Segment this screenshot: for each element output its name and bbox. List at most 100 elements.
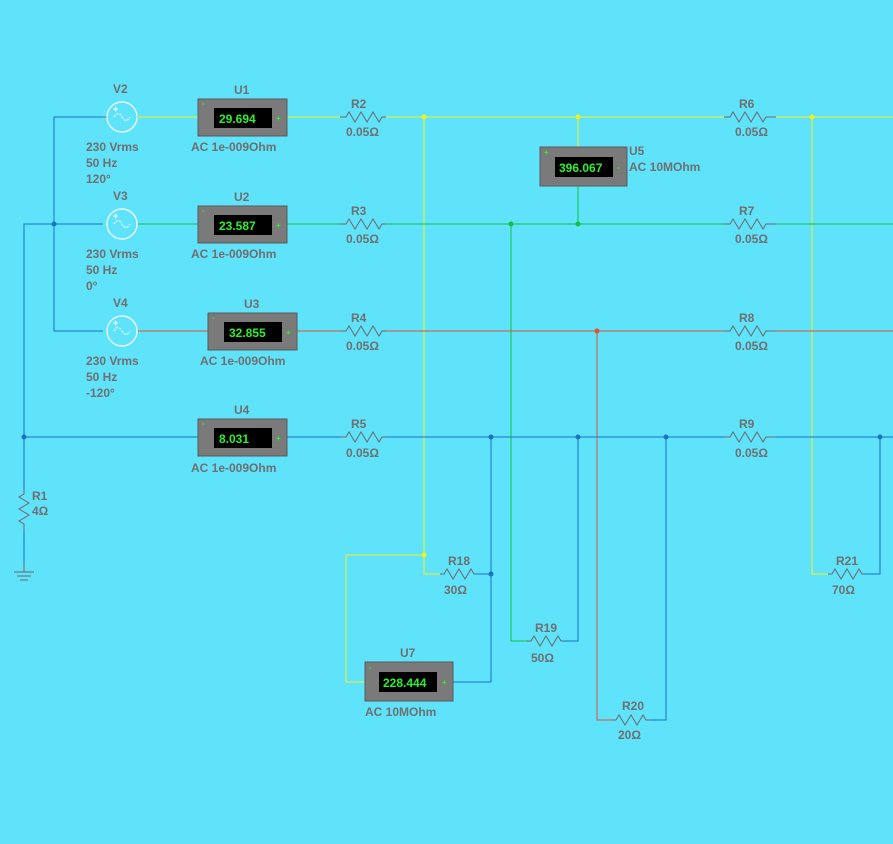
resistor-r4[interactable] — [340, 325, 386, 337]
resistor-ref: R7 — [739, 204, 755, 218]
meter-mode: AC 10MOhm — [365, 705, 436, 719]
junction-dot — [877, 434, 883, 440]
resistor-ref: R9 — [739, 417, 755, 431]
source-amplitude: 230 Vrms — [86, 247, 139, 261]
ac-source-icon — [106, 208, 138, 240]
resistor-ref: R4 — [351, 311, 367, 325]
resistor-r7[interactable] — [724, 218, 776, 230]
meter-u7[interactable]: 228.444 -+ U7 AC 10MOhm — [364, 646, 454, 719]
junction-dot — [421, 114, 427, 120]
meter-display — [555, 157, 613, 177]
meter-ref: U2 — [234, 190, 250, 204]
source-frequency: 50 Hz — [86, 263, 117, 277]
meter-mode: AC 1e-009Ohm — [191, 247, 276, 261]
meter-u3[interactable]: 32.855 -+ U3 AC 1e-009Ohm — [200, 297, 298, 368]
resistor-r5[interactable] — [340, 431, 386, 443]
resistor-labels: R2 0.05Ω R3 0.05Ω R4 0.05Ω R5 0.05Ω R6 0… — [32, 97, 858, 742]
junction-dot — [575, 221, 581, 227]
source-phase: 120° — [86, 172, 111, 186]
resistor-value: 70Ω — [832, 583, 855, 597]
resistor-r18[interactable] — [440, 568, 476, 580]
svg-text:-: - — [369, 663, 372, 672]
svg-text:-: - — [202, 206, 205, 215]
meter-u2[interactable]: 23.587 - + U2 AC 1e-009Ohm — [191, 190, 288, 261]
junction-dot — [421, 552, 427, 558]
junctions — [21, 114, 883, 577]
meter-display — [379, 672, 437, 692]
resistor-value: 0.05Ω — [735, 339, 768, 353]
resistor-value: 0.05Ω — [346, 446, 379, 460]
meter-reading: 29.694 — [219, 112, 256, 126]
wire-blue[interactable] — [23, 116, 893, 721]
resistor-r6[interactable] — [724, 111, 776, 123]
meter-mode: AC 1e-009Ohm — [191, 461, 276, 475]
svg-text:+: + — [276, 221, 281, 230]
meter-reading: 32.855 — [229, 326, 266, 340]
resistor-value: 0.05Ω — [735, 232, 768, 246]
svg-text:-: - — [212, 313, 215, 322]
ac-source-icon — [106, 101, 138, 133]
resistor-r20[interactable] — [612, 714, 650, 726]
svg-text:-: - — [617, 163, 620, 172]
resistor-r9[interactable] — [724, 431, 776, 443]
resistor-value: 50Ω — [531, 651, 554, 665]
source-phase: -120° — [86, 386, 115, 400]
wire-green[interactable] — [138, 186, 893, 642]
junction-dot — [594, 328, 600, 334]
meter-u1[interactable]: 29.694 -+ U1 AC 1e-009Ohm — [191, 83, 288, 154]
svg-text:+: + — [276, 434, 281, 443]
resistor-ref: R18 — [448, 554, 470, 568]
svg-text:-: - — [202, 419, 205, 428]
junction-dot — [488, 571, 494, 577]
ground-icon — [14, 562, 34, 581]
wire-red[interactable] — [138, 330, 893, 721]
meter-reading: 23.587 — [219, 219, 256, 233]
source-ref: V2 — [113, 82, 128, 96]
source-ref: V4 — [113, 296, 128, 310]
resistor-r19[interactable] — [527, 635, 563, 647]
resistor-ref: R19 — [535, 621, 557, 635]
junction-dot — [508, 221, 514, 227]
wires — [23, 116, 893, 721]
svg-text:+: + — [544, 148, 549, 157]
junction-dot — [575, 114, 581, 120]
resistor-value: 20Ω — [618, 728, 641, 742]
junction-dot — [575, 434, 581, 440]
meter-ref: U5 — [629, 144, 645, 158]
resistor-r2[interactable] — [340, 111, 386, 123]
svg-text:+: + — [113, 104, 118, 114]
resistor-ref: R6 — [739, 97, 755, 111]
source-amplitude: 230 Vrms — [86, 140, 139, 154]
source-v2[interactable]: + V2 230 Vrms 50 Hz 120° — [86, 82, 139, 186]
svg-text:+: + — [276, 114, 281, 123]
meter-display — [214, 428, 272, 448]
source-v3[interactable]: + V3 230 Vrms 50 Hz 0° — [86, 189, 139, 293]
meter-u4[interactable]: 8.031 - + U4 AC 1e-009Ohm — [191, 403, 288, 475]
junction-dot — [663, 434, 669, 440]
resistor-r3[interactable] — [340, 218, 386, 230]
meter-display — [214, 215, 272, 235]
meter-ref: U4 — [234, 403, 250, 417]
resistor-ref: R8 — [739, 311, 755, 325]
resistor-r8[interactable] — [724, 325, 776, 337]
resistor-r21[interactable] — [828, 568, 864, 580]
resistor-ref: R21 — [836, 554, 858, 568]
meter-reading: 8.031 — [219, 432, 249, 446]
source-v4[interactable]: + V4 230 Vrms 50 Hz -120° — [86, 296, 139, 400]
source-ref: V3 — [113, 189, 128, 203]
source-amplitude: 230 Vrms — [86, 354, 139, 368]
meter-display — [214, 108, 272, 128]
junction-dot — [809, 114, 815, 120]
resistor-value: 4Ω — [32, 504, 49, 518]
junction-dot — [488, 434, 494, 440]
source-frequency: 50 Hz — [86, 370, 117, 384]
resistor-value: 0.05Ω — [735, 125, 768, 139]
meter-ref: U1 — [234, 83, 250, 97]
meter-display — [224, 322, 282, 342]
meter-u5[interactable]: 396.067 +- U5 AC 10MOhm — [539, 144, 700, 187]
wire-yellow[interactable] — [138, 116, 893, 683]
resistor-r1[interactable] — [18, 488, 30, 530]
resistor-value: 0.05Ω — [346, 339, 379, 353]
resistor-value: 30Ω — [444, 583, 467, 597]
